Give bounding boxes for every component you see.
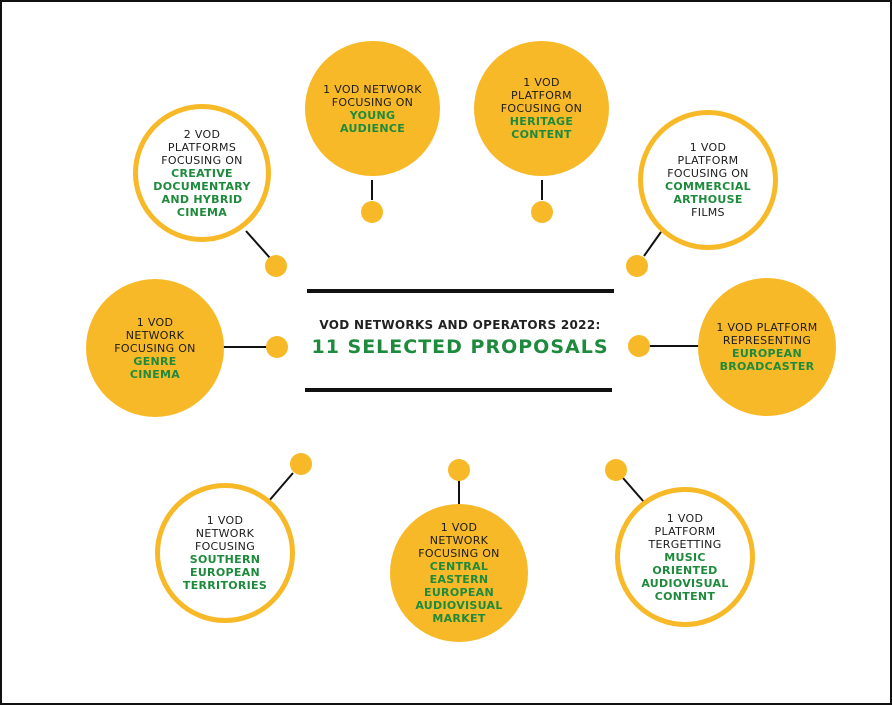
dot-heritage — [531, 201, 553, 223]
node-focus-text: COMMERCIAL — [665, 180, 751, 193]
node-focus-text: YOUNG — [349, 108, 396, 122]
node-text: FOCUSING ON — [500, 102, 583, 115]
node-european-broadcaster: 1 VOD PLATFORM REPRESENTING EUROPEAN BRO… — [698, 278, 836, 416]
node-focus-text: CINEMA — [176, 205, 228, 219]
node-text: REPRESENTING — [722, 334, 812, 347]
node-text: 1 VOD — [523, 76, 560, 89]
node-focus-text: CENTRAL — [429, 560, 489, 573]
dot-music — [605, 459, 627, 481]
node-text: 1 VOD — [440, 521, 478, 534]
node-focus-text: MUSIC — [664, 550, 706, 564]
node-southern-european-territories: 1 VOD NETWORK FOCUSING SOUTHERN EUROPEAN… — [155, 483, 295, 623]
node-text: 1 VOD — [666, 511, 704, 525]
node-text: 1 VOD — [136, 315, 174, 329]
dot-young — [361, 201, 383, 223]
connector-arthouse — [643, 231, 662, 257]
node-young-audience: 1 VOD NETWORK FOCUSING ON YOUNG AUDIENCE — [305, 41, 440, 176]
node-focus-text: CINEMA — [129, 367, 181, 381]
node-focus-text: HERITAGE — [509, 115, 574, 128]
node-genre-cinema: 1 VOD NETWORK FOCUSING ON GENRE CINEMA — [86, 279, 224, 417]
node-text: 1 VOD NETWORK — [323, 82, 422, 96]
node-focus-text: MARKET — [432, 612, 486, 625]
dot-creative — [265, 255, 287, 277]
node-focus-text: SOUTHERN — [189, 553, 261, 566]
node-text: FOCUSING ON — [331, 95, 414, 109]
dot-southern — [290, 453, 312, 475]
node-text: FOCUSING ON — [667, 167, 749, 180]
center-rule-top — [307, 289, 614, 293]
node-focus-text: AUDIOVISUAL — [415, 599, 503, 612]
node-focus-text: ARTHOUSE — [673, 193, 743, 206]
node-text: NETWORK — [195, 527, 255, 540]
node-text: 1 VOD — [206, 514, 244, 527]
diagram-title: VOD NETWORKS AND OPERATORS 2022: — [319, 318, 601, 332]
node-text: FOCUSING ON — [161, 153, 243, 167]
node-text: FILMS — [691, 206, 725, 219]
node-focus-text: EUROPEAN — [732, 347, 802, 360]
node-text: PLATFORMS — [167, 140, 237, 154]
node-focus-text: EUROPEAN — [190, 566, 260, 579]
center-rule-bottom — [305, 388, 612, 392]
node-focus-text: CREATIVE — [171, 166, 233, 180]
node-focus-text: GENRE — [133, 354, 177, 368]
diagram-subtitle: 11 SELECTED PROPOSALS — [311, 336, 609, 358]
node-focus-text: CONTENT — [511, 128, 572, 141]
node-focus-text: TERRITORIES — [182, 579, 268, 592]
node-creative-documentary: 2 VOD PLATFORMS FOCUSING ON CREATIVE DOC… — [133, 104, 271, 242]
node-text: TERGETTING — [648, 537, 722, 551]
node-focus-text: EASTERN — [429, 573, 489, 586]
node-focus-text: ORIENTED — [652, 563, 718, 577]
dot-broadcaster — [628, 335, 650, 357]
connector-southern — [267, 472, 294, 503]
dot-arthouse — [626, 255, 648, 277]
node-text: 2 VOD — [183, 127, 221, 141]
node-text: NETWORK — [125, 328, 185, 342]
node-text: FOCUSING ON — [114, 341, 196, 355]
node-focus-text: AUDIOVISUAL — [641, 576, 729, 590]
node-text: PLATFORM — [677, 154, 739, 167]
connector-music — [622, 477, 645, 503]
node-focus-text: AUDIENCE — [339, 121, 406, 135]
node-text: PLATFORM — [511, 89, 572, 102]
node-text: PLATFORM — [654, 524, 716, 538]
node-focus-text: BROADCASTER — [719, 360, 815, 373]
node-focus-text: EUROPEAN — [424, 586, 494, 599]
connector-creative — [245, 230, 271, 259]
dot-central — [448, 459, 470, 481]
node-text: FOCUSING ON — [418, 547, 500, 560]
node-focus-text: CONTENT — [654, 589, 716, 603]
node-text: NETWORK — [429, 534, 489, 547]
node-central-eastern-european-market: 1 VOD NETWORK FOCUSING ON CENTRAL EASTER… — [390, 504, 528, 642]
node-focus-text: DOCUMENTARY — [153, 179, 251, 193]
node-music-oriented-content: 1 VOD PLATFORM TERGETTING MUSIC ORIENTED… — [615, 487, 755, 627]
node-text: FOCUSING — [194, 540, 256, 553]
node-focus-text: AND HYBRID — [161, 192, 243, 206]
node-commercial-arthouse: 1 VOD PLATFORM FOCUSING ON COMMERCIAL AR… — [638, 110, 778, 250]
dot-genre — [266, 336, 288, 358]
node-heritage-content: 1 VOD PLATFORM FOCUSING ON HERITAGE CONT… — [474, 41, 609, 176]
node-text: 1 VOD PLATFORM — [716, 321, 818, 334]
node-text: 1 VOD — [689, 141, 727, 154]
